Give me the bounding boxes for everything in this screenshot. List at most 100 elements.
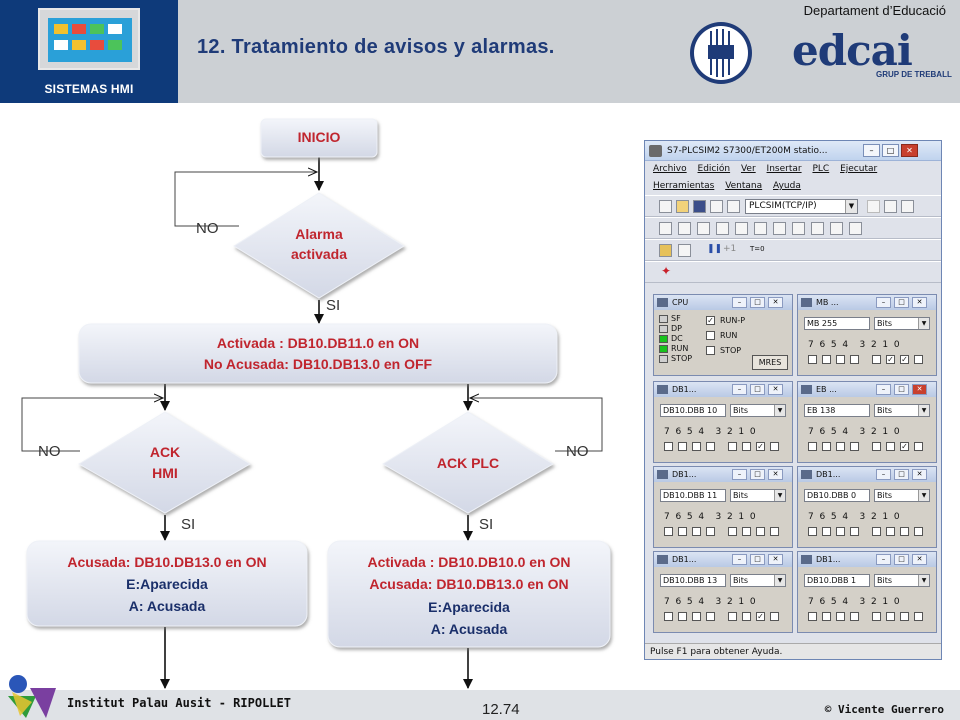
format-select[interactable]: Bits▼ xyxy=(874,574,930,587)
bit-checkbox[interactable] xyxy=(742,442,751,451)
bit-checkbox[interactable] xyxy=(836,442,845,451)
bit-checkbox[interactable] xyxy=(836,612,845,621)
bit-checkbox[interactable] xyxy=(664,527,673,536)
insert-marker-icon[interactable] xyxy=(697,222,710,235)
format-select[interactable]: Bits▼ xyxy=(730,489,786,502)
bit-checkbox[interactable] xyxy=(836,527,845,536)
address-input[interactable]: DB10.DBB 13 xyxy=(660,574,726,587)
bit-checkbox[interactable] xyxy=(850,527,859,536)
address-input[interactable]: DB10.DBB 0 xyxy=(804,489,870,502)
properties-icon[interactable] xyxy=(727,200,740,213)
bit-checkbox[interactable] xyxy=(678,612,687,621)
format-select[interactable]: Bits▼ xyxy=(730,574,786,587)
copy-icon[interactable] xyxy=(884,200,897,213)
bit-checkbox[interactable] xyxy=(886,527,895,536)
panel-maximize-button[interactable]: □ xyxy=(750,384,765,395)
bit-checkbox[interactable] xyxy=(886,442,895,451)
connection-select[interactable]: PLCSIM(TCP/IP)▼ xyxy=(745,199,858,214)
bit-checkbox[interactable] xyxy=(822,442,831,451)
menu-ventana[interactable]: Ventana xyxy=(725,181,763,191)
panel-maximize-button[interactable]: □ xyxy=(750,469,765,480)
panel-maximize-button[interactable]: □ xyxy=(894,469,909,480)
bit-checkbox[interactable]: ✓ xyxy=(900,442,909,451)
bit-checkbox[interactable] xyxy=(664,442,673,451)
bit-checkbox[interactable] xyxy=(770,612,779,621)
memory-panel[interactable]: DB1... – □ ✕ DB10.DBB 13 Bits▼ 7 6 5 4 3… xyxy=(653,551,793,633)
mode-stop-checkbox[interactable] xyxy=(706,346,715,355)
print-icon[interactable] xyxy=(710,200,723,213)
bit-checkbox[interactable] xyxy=(850,355,859,364)
panel-maximize-button[interactable]: □ xyxy=(894,554,909,565)
menu-ayuda[interactable]: Ayuda xyxy=(773,181,801,191)
panel-minimize-button[interactable]: – xyxy=(732,384,747,395)
save-icon[interactable] xyxy=(693,200,706,213)
panel-close-button[interactable]: ✕ xyxy=(912,554,927,565)
panel-maximize-button[interactable]: □ xyxy=(894,297,909,308)
bit-checkbox[interactable] xyxy=(872,612,881,621)
insert-block-register-icon[interactable] xyxy=(830,222,843,235)
address-input[interactable]: DB10.DBB 10 xyxy=(660,404,726,417)
insert-input-icon[interactable] xyxy=(659,222,672,235)
bit-checkbox[interactable] xyxy=(914,612,923,621)
panel-maximize-button[interactable]: □ xyxy=(750,554,765,565)
insert-nesting-icon[interactable] xyxy=(849,222,862,235)
continuous-scan-icon[interactable] xyxy=(678,244,691,257)
memory-panel-titlebar[interactable]: DB1... – □ ✕ xyxy=(798,552,936,567)
bit-checkbox[interactable] xyxy=(706,612,715,621)
insert-output-icon[interactable] xyxy=(678,222,691,235)
menu-archivo[interactable]: Archivo xyxy=(653,164,687,174)
paste-icon[interactable] xyxy=(901,200,914,213)
bit-checkbox[interactable] xyxy=(692,442,701,451)
memory-panel-titlebar[interactable]: DB1... – □ ✕ xyxy=(654,467,792,482)
menu-plc[interactable]: PLC xyxy=(812,164,830,174)
menu-ver[interactable]: Ver xyxy=(740,164,756,174)
memory-panel[interactable]: EB ... – □ ✕ EB 138 Bits▼ 7 6 5 4 3 2 1 … xyxy=(797,381,937,463)
bit-checkbox[interactable] xyxy=(770,442,779,451)
bit-checkbox[interactable] xyxy=(742,527,751,536)
format-select[interactable]: Bits▼ xyxy=(730,404,786,417)
new-file-icon[interactable] xyxy=(659,200,672,213)
memory-panel[interactable]: DB1... – □ ✕ DB10.DBB 11 Bits▼ 7 6 5 4 3… xyxy=(653,466,793,548)
bit-checkbox[interactable] xyxy=(914,355,923,364)
mres-button[interactable]: MRES xyxy=(752,355,788,370)
menu-ejecutar[interactable]: Ejecutar xyxy=(840,164,878,174)
insert-counter-icon[interactable] xyxy=(735,222,748,235)
bit-checkbox[interactable] xyxy=(692,612,701,621)
memory-panel[interactable]: DB1... – □ ✕ DB10.DBB 10 Bits▼ 7 6 5 4 3… xyxy=(653,381,793,463)
bit-checkbox[interactable] xyxy=(706,442,715,451)
close-button[interactable]: ✕ xyxy=(901,144,918,157)
bit-checkbox[interactable]: ✓ xyxy=(756,612,765,621)
first-scan-icon[interactable] xyxy=(659,244,672,257)
bit-checkbox[interactable] xyxy=(900,527,909,536)
bit-checkbox[interactable] xyxy=(836,355,845,364)
menu-edicion[interactable]: Edición xyxy=(697,164,731,174)
bit-checkbox[interactable] xyxy=(886,612,895,621)
cpu-close-button[interactable]: ✕ xyxy=(768,297,783,308)
format-select[interactable]: Bits▼ xyxy=(874,404,930,417)
mode-run-checkbox[interactable] xyxy=(706,331,715,340)
format-select[interactable]: Bits▼ xyxy=(874,317,930,330)
bit-checkbox[interactable] xyxy=(808,527,817,536)
memory-panel[interactable]: DB1... – □ ✕ DB10.DBB 0 Bits▼ 7 6 5 4 3 … xyxy=(797,466,937,548)
memory-panel-titlebar[interactable]: EB ... – □ ✕ xyxy=(798,382,936,397)
bit-checkbox[interactable] xyxy=(900,612,909,621)
bit-checkbox[interactable] xyxy=(822,527,831,536)
format-select[interactable]: Bits▼ xyxy=(874,489,930,502)
plcsim-window[interactable]: S7-PLCSIM2 S7300/ET200M statio... – □ ✕ … xyxy=(644,140,942,660)
panel-minimize-button[interactable]: – xyxy=(876,554,891,565)
cpu-maximize-button[interactable]: □ xyxy=(750,297,765,308)
bit-checkbox[interactable]: ✓ xyxy=(886,355,895,364)
bit-checkbox[interactable] xyxy=(914,527,923,536)
pause-icon[interactable]: ❚❚ xyxy=(707,244,723,254)
memory-panel[interactable]: DB1... – □ ✕ DB10.DBB 1 Bits▼ 7 6 5 4 3 … xyxy=(797,551,937,633)
bit-checkbox[interactable] xyxy=(678,442,687,451)
cpu-minimize-button[interactable]: – xyxy=(732,297,747,308)
panel-close-button[interactable]: ✕ xyxy=(912,469,927,480)
bit-checkbox[interactable] xyxy=(728,527,737,536)
panel-close-button[interactable]: ✕ xyxy=(768,554,783,565)
cpu-panel[interactable]: CPU – □ ✕ SF DP DC RUN STOP ✓ RUN-P RUN … xyxy=(653,294,793,376)
address-input[interactable]: MB 255 xyxy=(804,317,870,330)
bit-checkbox[interactable] xyxy=(850,442,859,451)
address-input[interactable]: DB10.DBB 11 xyxy=(660,489,726,502)
maximize-button[interactable]: □ xyxy=(882,144,899,157)
